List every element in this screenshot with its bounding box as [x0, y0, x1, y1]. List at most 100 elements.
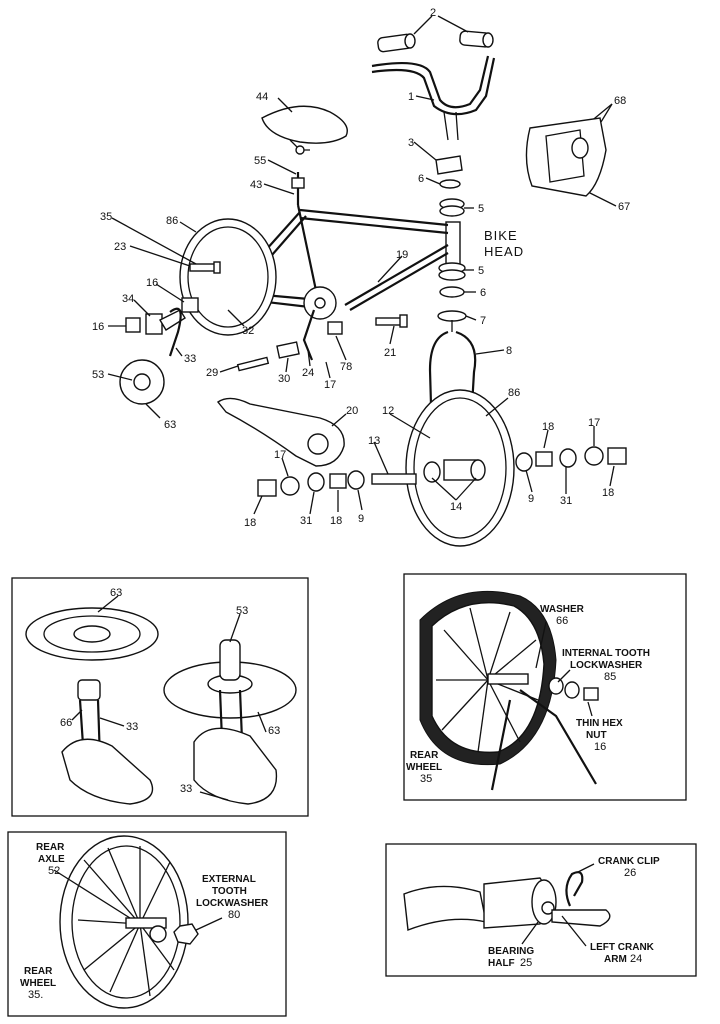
inset3-ext-2: TOOTH: [212, 886, 247, 897]
callout-12: 12: [382, 405, 394, 417]
callout-53: 53: [92, 369, 104, 381]
handlebar-grips: [377, 30, 494, 53]
callout-67: 67: [618, 201, 630, 213]
inset3-wheel-2: WHEEL: [20, 978, 56, 989]
callout-6: 6: [418, 173, 424, 185]
inset4-bearing-num: 25: [520, 957, 532, 969]
inset1-callout-33b: 33: [180, 783, 192, 795]
inset4-bearing-2: HALF: [488, 958, 515, 969]
callout-7: 7: [480, 315, 486, 327]
callout-17: 17: [324, 379, 336, 391]
inset3-axle-num: 52: [48, 865, 60, 877]
callout-5: 5: [478, 203, 484, 215]
inset2-lockwasher-2: LOCKWASHER: [570, 660, 643, 671]
inset3-ext-num: 80: [228, 909, 240, 921]
callout-3: 3: [408, 137, 414, 149]
training-wheel: [119, 307, 182, 405]
inset2-wheel-1: REAR: [410, 750, 439, 761]
inset2-wheel-2: WHEEL: [406, 762, 442, 773]
callout-31: 31: [560, 495, 572, 507]
callout-18b: 18: [602, 487, 614, 499]
bike-head-label-2: HEAD: [484, 244, 524, 259]
inset2-washer: WASHER: [540, 604, 585, 615]
inset-rear-axle: REAR AXLE 52 EXTERNAL TOOTH LOCKWASHER 8…: [7, 831, 287, 1017]
inset4-crank-2: ARM: [604, 954, 627, 965]
callout-labels: 2 1 44 68 3 6 55 43 5 67 35 86 23 19 5 1…: [92, 7, 630, 529]
callout-17b: 17: [588, 417, 600, 429]
callout-18: 18: [542, 421, 554, 433]
inset-training-wheel: 63 53 66 33 63 33: [11, 577, 309, 817]
callout-24: 24: [302, 367, 314, 379]
callout-16b: 16: [92, 321, 104, 333]
inset4-crank-num: 24: [630, 953, 642, 965]
inset2-wheel-num: 35: [420, 773, 432, 785]
bolt-21: [375, 314, 408, 328]
inset1-callout-66: 66: [60, 717, 72, 729]
inset3-axle-2: AXLE: [38, 854, 65, 865]
callout-18c: 18: [244, 517, 256, 529]
inset1-callout-53: 53: [236, 605, 248, 617]
callout-17c: 17: [274, 449, 286, 461]
front-axle-parts: [257, 446, 627, 497]
callout-68: 68: [614, 95, 626, 107]
inset-rear-wheel-hub: WASHER 66 INTERNAL TOOTH LOCKWASHER 85 T…: [403, 573, 687, 801]
rear-wheel: [179, 218, 277, 336]
callout-5b: 5: [478, 265, 484, 277]
storage-bag: [525, 117, 607, 197]
callout-16: 16: [146, 277, 158, 289]
inset3-ext-1: EXTERNAL: [202, 874, 256, 885]
inset3-ext-3: LOCKWASHER: [196, 898, 269, 909]
callout-2: 2: [430, 7, 436, 19]
callout-30: 30: [278, 373, 290, 385]
callout-55: 55: [254, 155, 266, 167]
callout-34: 34: [122, 293, 134, 305]
callout-1: 1: [408, 91, 414, 103]
left-side-nuts: [125, 297, 199, 335]
inset3-wheel-num: 35.: [28, 989, 43, 1001]
inset4-bearing-1: BEARING: [488, 946, 534, 957]
callout-20: 20: [346, 405, 358, 417]
inset2-lockwasher-num: 85: [604, 671, 616, 683]
callout-31b: 31: [300, 515, 312, 527]
head-parts: [435, 155, 467, 332]
crank-assembly: [236, 309, 343, 372]
callout-33: 33: [184, 353, 196, 365]
inset3-wheel-1: REAR: [24, 966, 53, 977]
bolt-23: [189, 261, 221, 274]
chain-guard: [216, 397, 345, 467]
callout-29: 29: [206, 367, 218, 379]
front-fork: [428, 330, 477, 441]
callout-9b: 9: [358, 513, 364, 525]
callout-13: 13: [368, 435, 380, 447]
inset2-lockwasher-1: INTERNAL TOOTH: [562, 648, 650, 659]
callout-6b: 6: [480, 287, 486, 299]
inset-crank-clip: CRANK CLIP 26 BEARING HALF 25 LEFT CRANK…: [385, 843, 697, 977]
inset3-axle-1: REAR: [36, 842, 65, 853]
seat: [261, 105, 348, 155]
callout-8: 8: [506, 345, 512, 357]
callout-23: 23: [114, 241, 126, 253]
callout-19: 19: [396, 249, 408, 261]
handlebar: [371, 55, 496, 141]
callout-21: 21: [384, 347, 396, 359]
inset2-nut-num: 16: [594, 741, 606, 753]
inset1-callout-33a: 33: [126, 721, 138, 733]
inset1-callout-63: 63: [110, 587, 122, 599]
inset4-clip-num: 26: [624, 867, 636, 879]
inset2-nut-2: NUT: [586, 730, 607, 741]
inset2-washer-num: 66: [556, 615, 568, 627]
callout-14: 14: [450, 501, 462, 513]
inset2-nut-1: THIN HEX: [576, 718, 623, 729]
callout-44: 44: [256, 91, 268, 103]
inset4-clip-1: CRANK CLIP: [598, 856, 660, 867]
main-exploded-view: 2 1 44 68 3 6 55 43 5 67 35 86 23 19 5 1…: [92, 7, 630, 547]
callout-18d: 18: [330, 515, 342, 527]
callout-9: 9: [528, 493, 534, 505]
callout-32: 32: [242, 325, 254, 337]
callout-78: 78: [340, 361, 352, 373]
callout-63: 63: [164, 419, 176, 431]
callout-86b: 86: [508, 387, 520, 399]
inset1-callout-63b: 63: [268, 725, 280, 737]
callout-35: 35: [100, 211, 112, 223]
